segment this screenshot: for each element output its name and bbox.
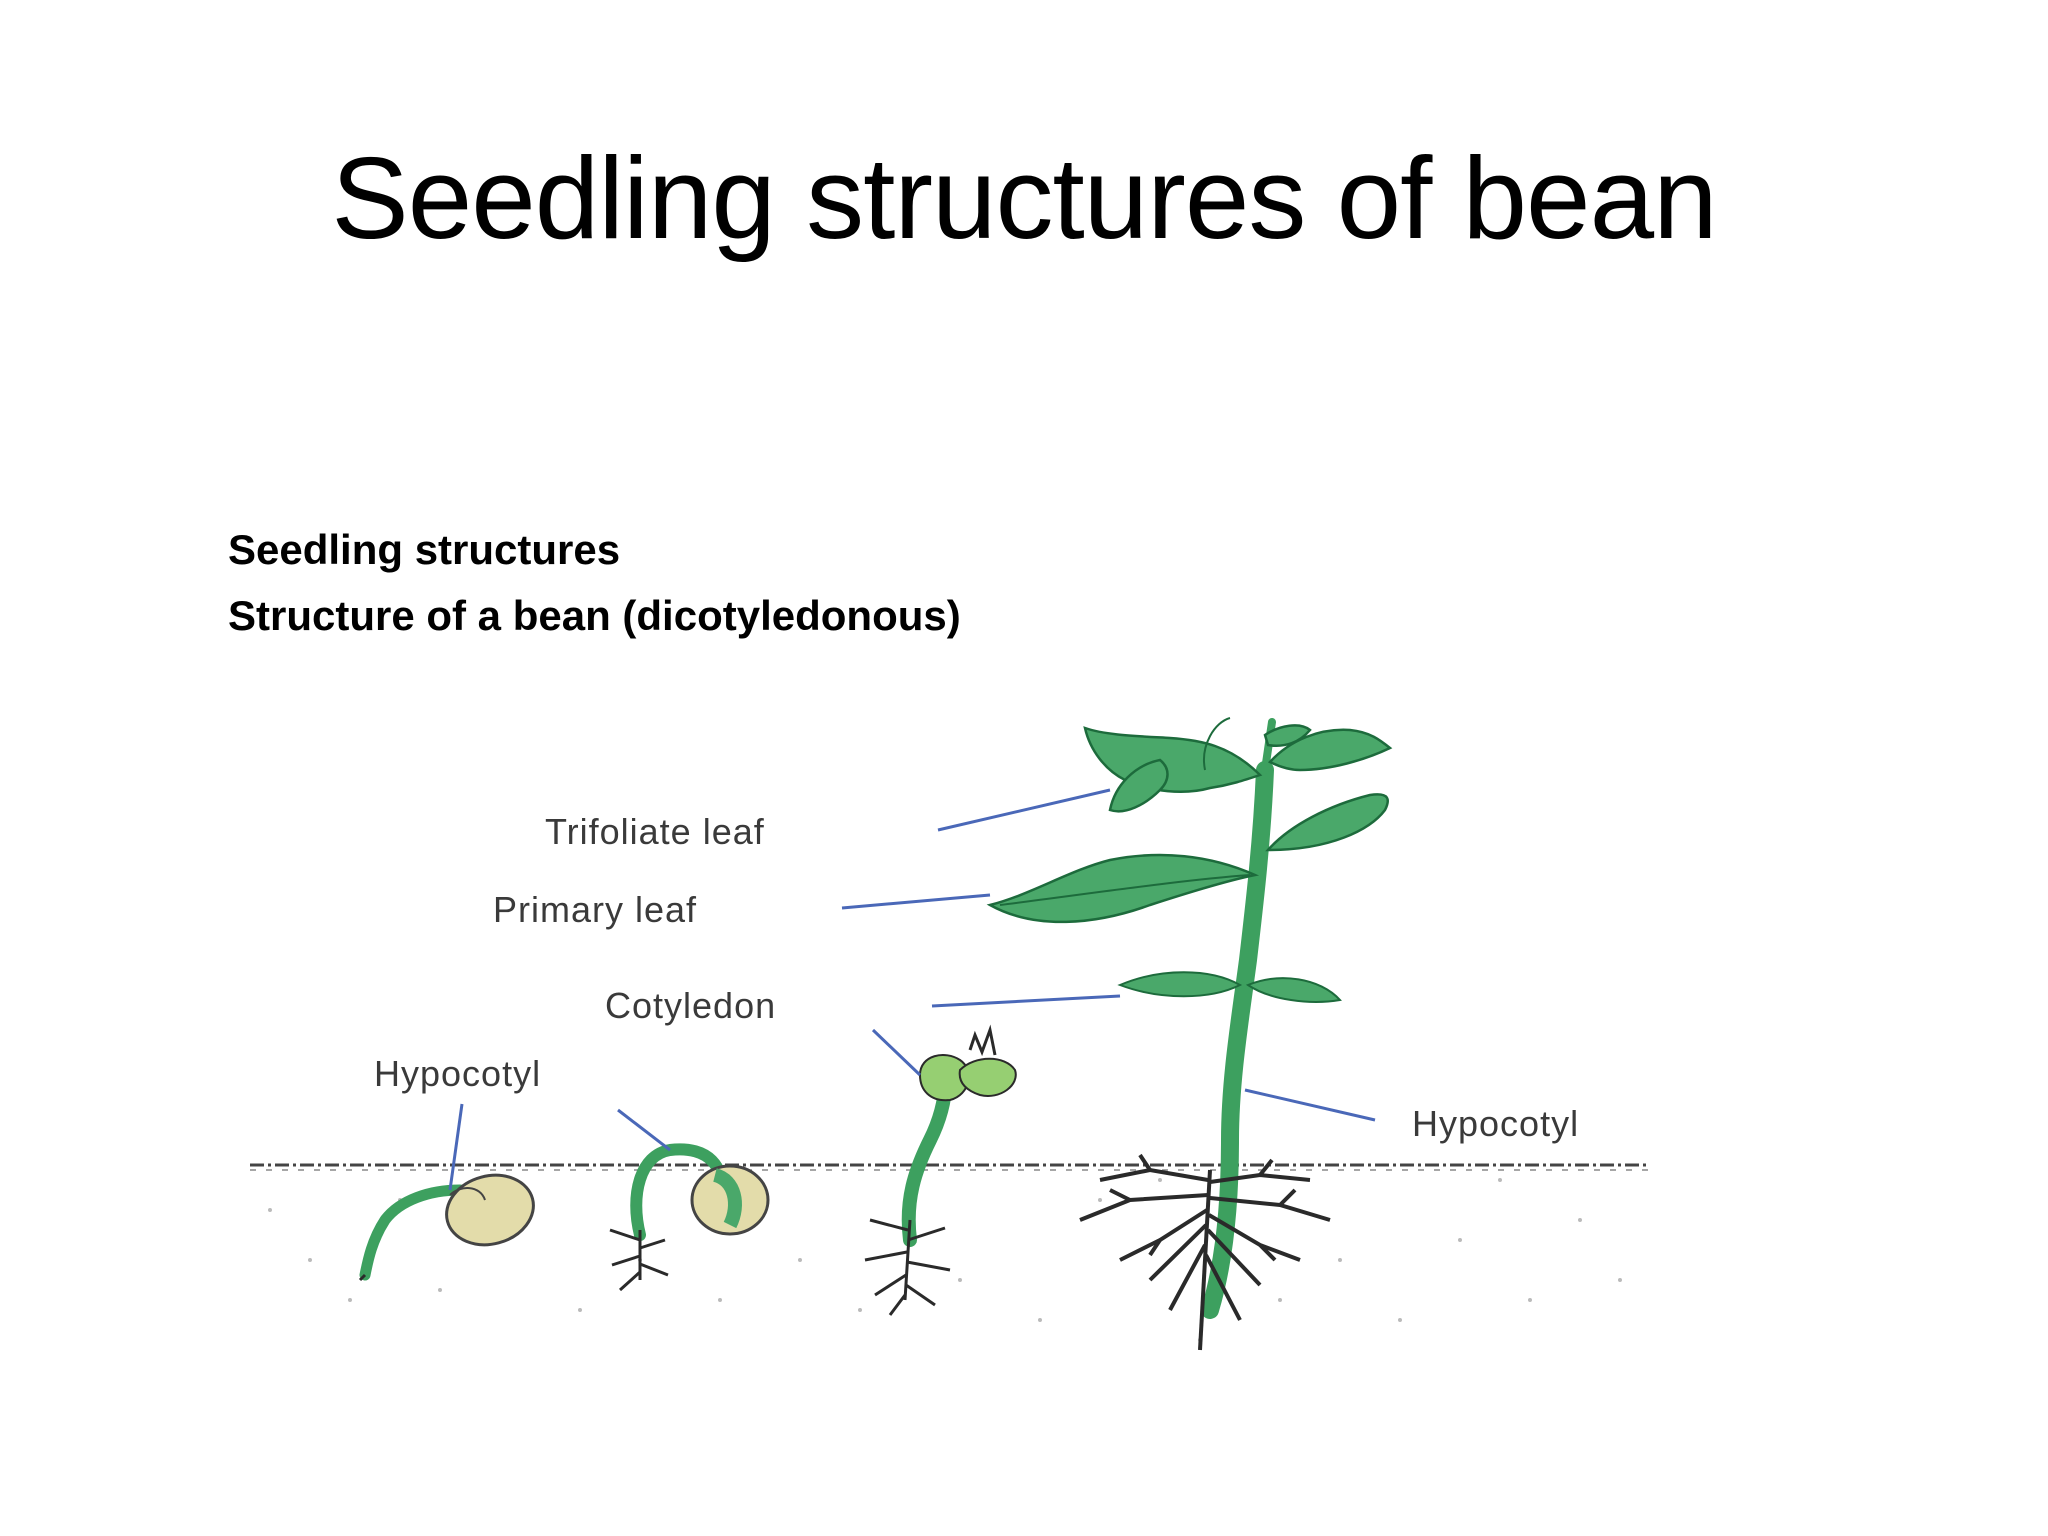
subtitle-line-1: Seedling structures (228, 526, 621, 573)
leader-trifoliate-leaf (937, 788, 1111, 832)
leader-hypocotyl-stage2 (617, 1108, 671, 1152)
label-hypocotyl-right: Hypocotyl (1412, 1103, 1579, 1144)
label-cotyledon: Cotyledon (605, 985, 776, 1026)
stage-3-emerged (864, 1024, 1017, 1316)
trifoliate-leaf-right (1267, 728, 1393, 772)
hypocotyl-stage-3 (901, 1078, 952, 1247)
label-trifoliate-leaf: Trifoliate leaf (545, 811, 765, 852)
roots-stage-2 (609, 1228, 669, 1292)
trifoliate-leaf-left (1083, 726, 1263, 793)
cotyledon-stage-3b (958, 1057, 1017, 1097)
bean-seedling-diagram: Trifoliate leaf Primary leaf Cotyledon H… (250, 717, 1650, 1351)
trifoliate-leaf-top (1263, 724, 1312, 747)
primary-leaf-right (1265, 793, 1389, 852)
label-primary-leaf: Primary leaf (493, 889, 697, 930)
seed-1 (445, 1173, 535, 1247)
leader-cotyledon (931, 994, 1121, 1008)
main-stem (1201, 761, 1274, 1319)
cotyledon-right (1245, 977, 1342, 1003)
trifoliate-leaf-lower (1108, 758, 1169, 813)
subtitle-line-2: Structure of a bean (dicotyledonous) (228, 592, 961, 639)
stage-4-mature-seedling (986, 717, 1393, 1351)
leader-lines (448, 788, 1376, 1191)
stage-2-hook (609, 1143, 770, 1292)
leader-hypocotyl-left (448, 1103, 464, 1191)
label-hypocotyl-left: Hypocotyl (374, 1053, 541, 1094)
roots-stage-3 (864, 1218, 951, 1316)
radicle (359, 1184, 466, 1281)
stage-1-germinating-seed (358, 1173, 535, 1282)
leader-cotyledon-stage3 (871, 1028, 922, 1077)
leader-primary-leaf (841, 893, 991, 910)
cotyledon-left (1117, 971, 1243, 998)
leader-hypocotyl-right (1244, 1088, 1376, 1122)
slide-title: Seedling structures of bean (331, 133, 1717, 263)
roots-stage-4 (1079, 1153, 1331, 1351)
